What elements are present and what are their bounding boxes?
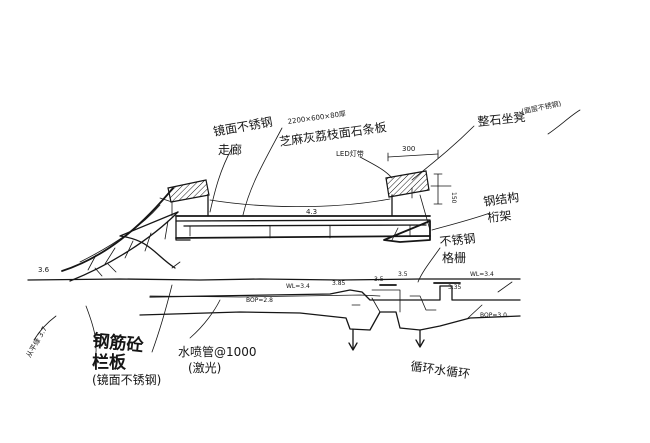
corridor-label: 走廊 xyxy=(218,142,242,157)
stone-bench-label: 整石坐凳 xyxy=(477,109,526,129)
dim-300-label: 300 xyxy=(402,145,415,153)
right-elevation: 3.35 xyxy=(448,284,462,291)
left-title-3: (镜面不锈钢) xyxy=(92,372,161,387)
led-strip-label: LED灯带 xyxy=(336,149,364,158)
stone-bench-note: (面层不锈钢) xyxy=(521,99,563,116)
deck-elevation: 4.3 xyxy=(306,208,317,216)
recirculation-label: 循环水循环 xyxy=(410,359,471,381)
right-truss-end xyxy=(383,220,431,243)
truss-label: 桁架 xyxy=(487,209,512,225)
water-pipe-label: 水喷管@1000 xyxy=(178,344,257,359)
bridge-deck xyxy=(159,194,431,241)
bop-left: BOP=2.8 xyxy=(246,297,273,304)
top-deck-spec: 2200×600×80厚 xyxy=(287,110,346,126)
dimension-marks xyxy=(387,149,452,205)
dim-height-label: 150 xyxy=(450,192,457,204)
left-parapet xyxy=(167,179,210,203)
grille-label: 格栅 xyxy=(442,250,466,265)
left-margin-marks xyxy=(33,305,97,367)
bop-right: BOP=3.0 xyxy=(480,312,507,319)
water-level-right: WL=3.4 xyxy=(470,271,494,278)
elev-3-5: 3.5 xyxy=(374,276,384,283)
stainless-label: 不锈钢 xyxy=(439,231,476,249)
mirror-steel-label: 镜面不锈钢 xyxy=(212,114,274,139)
water-pipe-note: (激光) xyxy=(188,361,221,375)
left-margin-note: 从平缘 3.7 xyxy=(24,325,49,359)
water-level-left: WL=3.4 xyxy=(286,283,310,290)
left-ramp xyxy=(61,187,179,282)
canal-section xyxy=(139,282,521,331)
ground-line xyxy=(27,278,521,281)
drain-pipes xyxy=(348,281,513,351)
steel-structure-label: 钢结构 xyxy=(482,189,520,209)
leader-lines xyxy=(151,109,581,353)
left-title-2: 栏板 xyxy=(92,352,127,373)
right-parapet xyxy=(385,170,430,198)
left-elevation: 3.6 xyxy=(38,266,50,274)
elev-3-85: 3.85 xyxy=(332,280,346,287)
elev-3-5b: 3.5 xyxy=(398,271,408,278)
